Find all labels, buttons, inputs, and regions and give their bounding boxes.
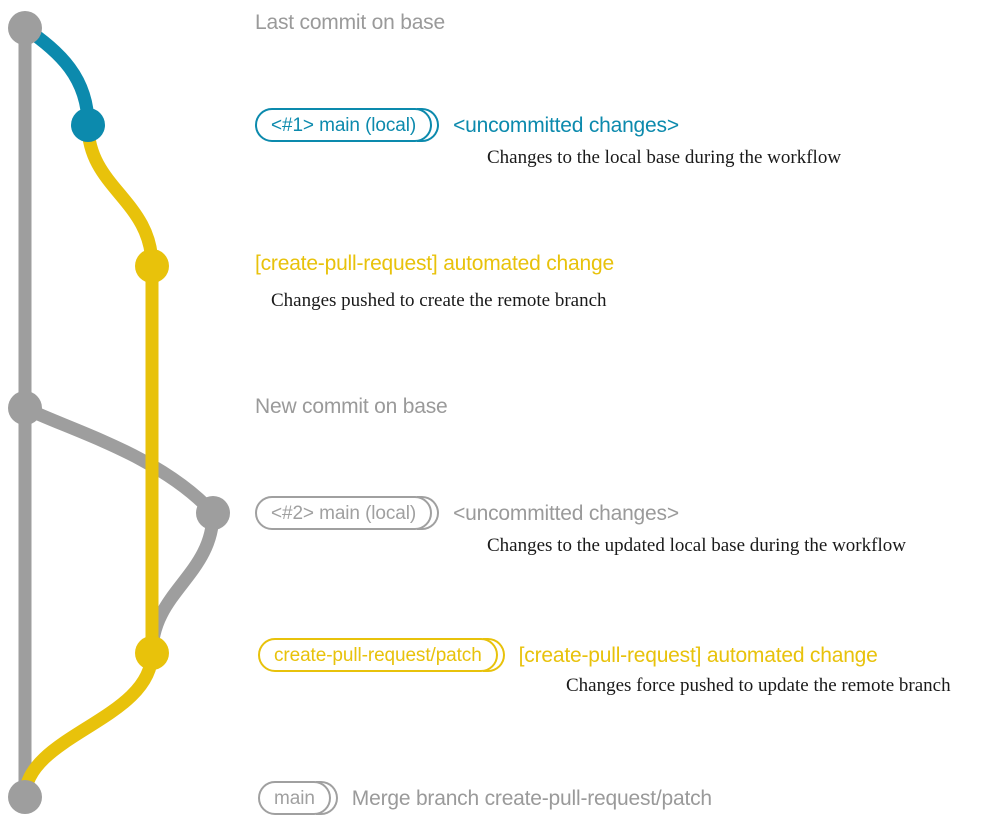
commit-description-local-1: Changes to the local base during the wor…	[487, 147, 842, 168]
ref-badge-create-pull-request-patch[interactable]: create-pull-request/patch	[258, 638, 505, 672]
commit-row-patch-2: create-pull-request/patch [create-pull-r…	[258, 638, 878, 672]
commit-subject: <uncommitted changes>	[453, 501, 679, 525]
commit-node-base-new	[8, 391, 42, 425]
edge-base-to-local2	[18, 401, 220, 520]
commit-row-local-2: <#2> main (local) <uncommitted changes>	[255, 496, 679, 530]
commit-description-patch-1: Changes pushed to create the remote bran…	[271, 290, 607, 311]
ref-badge-main-local-1[interactable]: <#1> main (local)	[255, 108, 440, 142]
commit-node-local-2	[196, 496, 230, 530]
edge-local1-to-patch1	[81, 118, 159, 273]
commit-subject: New commit on base	[255, 395, 448, 418]
commit-node-base-top	[8, 11, 42, 45]
commit-subject: [create-pull-request] automated change	[255, 252, 614, 275]
commit-row-merge: main Merge branch create-pull-request/pa…	[258, 781, 712, 815]
edge-local2-to-patch2	[145, 506, 220, 660]
ref-badge-main[interactable]: main	[258, 781, 338, 815]
ref-badge-main-local-2[interactable]: <#2> main (local)	[255, 496, 440, 530]
commit-node-patch-1	[135, 249, 169, 283]
commit-node-patch-2	[135, 636, 169, 670]
commit-subject: <uncommitted changes>	[453, 113, 679, 137]
commit-node-local-1	[71, 108, 105, 142]
edge-base-to-local1	[18, 21, 95, 132]
commit-node-merge	[8, 780, 42, 814]
commit-subject: Merge branch create-pull-request/patch	[351, 786, 712, 810]
commit-subject: Last commit on base	[255, 11, 445, 34]
commit-subject: [create-pull-request] automated change	[518, 643, 878, 667]
commit-row-local-1: <#1> main (local) <uncommitted changes>	[255, 108, 679, 142]
edge-patch2-to-merge	[18, 646, 159, 804]
commit-nodes	[8, 11, 230, 814]
commit-row-last-commit-on-base: Last commit on base	[255, 12, 445, 33]
commit-description-patch-2: Changes force pushed to update the remot…	[566, 675, 951, 696]
commit-row-new-commit-on-base: New commit on base	[255, 395, 448, 418]
commit-description-local-2: Changes to the updated local base during…	[487, 535, 906, 556]
commit-row-patch-1: [create-pull-request] automated change	[255, 253, 614, 274]
